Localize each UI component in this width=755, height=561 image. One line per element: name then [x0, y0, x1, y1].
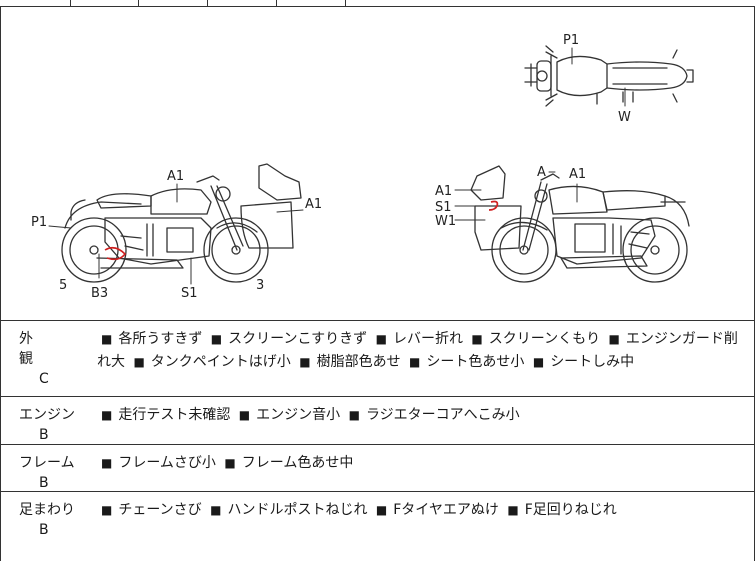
- left-label-5: 5: [59, 278, 67, 293]
- category-name: フレーム: [19, 455, 75, 471]
- category-name: エンジン: [19, 407, 75, 423]
- damage-diagram: P1 W A1 A1 P1 5 B3 S1 3 A A1 A1 S1 W1: [0, 6, 755, 321]
- right-label-w1: W1: [435, 214, 456, 229]
- category-label: エンジン B: [19, 405, 79, 445]
- condition-item: ハンドルポストねじれ: [206, 502, 367, 518]
- row-suspension: 足まわり B チェーンさび ハンドルポストねじれ Fタイヤエアぬけ F足回りねじ…: [0, 492, 755, 561]
- top-label-p1: P1: [563, 33, 579, 48]
- condition-item: フレームさび小: [97, 455, 216, 471]
- right-side-view-bike: [470, 165, 690, 283]
- top-label-w: W: [618, 110, 631, 125]
- item-list: フレームさび小 フレーム色あせ中: [97, 452, 747, 475]
- condition-item: Fタイヤエアぬけ: [372, 502, 499, 518]
- category-grade: B: [39, 522, 49, 538]
- condition-item: 走行テスト未確認: [97, 407, 230, 423]
- condition-item: シートしみ中: [529, 354, 634, 370]
- condition-item: チェーンさび: [97, 502, 202, 518]
- damage-mark-right: [488, 200, 499, 211]
- category-name: 外 観: [19, 331, 83, 367]
- condition-item: 樹脂部色あせ: [295, 354, 400, 370]
- leader-lines: [48, 47, 626, 285]
- right-label-a1-left: A1: [435, 184, 452, 199]
- item-list: 走行テスト未確認 エンジン音小 ラジエターコアへこみ小: [97, 404, 747, 427]
- condition-item: スクリーンこすりきず: [207, 331, 367, 347]
- right-label-a1-top: A1: [569, 167, 586, 182]
- condition-item: フレーム色あせ中: [220, 455, 353, 471]
- right-label-a: A: [537, 165, 546, 180]
- condition-item: レバー折れ: [372, 331, 463, 347]
- left-label-p1: P1: [31, 215, 47, 230]
- top-view-bike: [524, 45, 694, 107]
- row-appearance: 外 観 C 各所うすきず スクリーンこすりきず レバー折れ スクリーンくもり エ…: [0, 321, 755, 397]
- left-label-a1-top: A1: [167, 169, 184, 184]
- category-grade: B: [39, 475, 49, 491]
- item-list: チェーンさび ハンドルポストねじれ Fタイヤエアぬけ F足回りねじれ: [97, 499, 747, 522]
- category-label: フレーム B: [19, 453, 79, 493]
- row-engine: エンジン B 走行テスト未確認 エンジン音小 ラジエターコアへこみ小: [0, 397, 755, 445]
- category-label: 足まわり B: [19, 500, 79, 540]
- condition-item: タンクペイントはげ小: [129, 354, 290, 370]
- category-grade: B: [39, 427, 49, 443]
- category-label: 外 観 C: [19, 329, 79, 389]
- left-label-3: 3: [256, 278, 264, 293]
- right-label-s1: S1: [435, 200, 452, 215]
- category-grade: C: [39, 371, 49, 387]
- motorcycle-diagram-svg: P1 W A1 A1 P1 5 B3 S1 3 A A1 A1 S1 W1: [31, 33, 694, 301]
- condition-item: シート色あせ小: [405, 354, 524, 370]
- item-list: 各所うすきず スクリーンこすりきず レバー折れ スクリーンくもり エンジンガード…: [97, 328, 747, 374]
- category-name: 足まわり: [19, 502, 75, 518]
- left-label-b3: B3: [91, 286, 108, 301]
- damage-mark-left: [104, 246, 127, 261]
- condition-item: 各所うすきず: [97, 331, 202, 347]
- condition-item: スクリーンくもり: [467, 331, 600, 347]
- header-table-edge: [0, 0, 755, 7]
- left-label-a1-right: A1: [305, 197, 322, 212]
- left-label-s1: S1: [181, 286, 198, 301]
- condition-item: エンジン音小: [235, 407, 340, 423]
- condition-item: F足回りねじれ: [503, 502, 616, 518]
- condition-item: ラジエターコアへこみ小: [345, 407, 520, 423]
- row-frame: フレーム B フレームさび小 フレーム色あせ中: [0, 445, 755, 492]
- left-side-view-bike: [61, 163, 302, 283]
